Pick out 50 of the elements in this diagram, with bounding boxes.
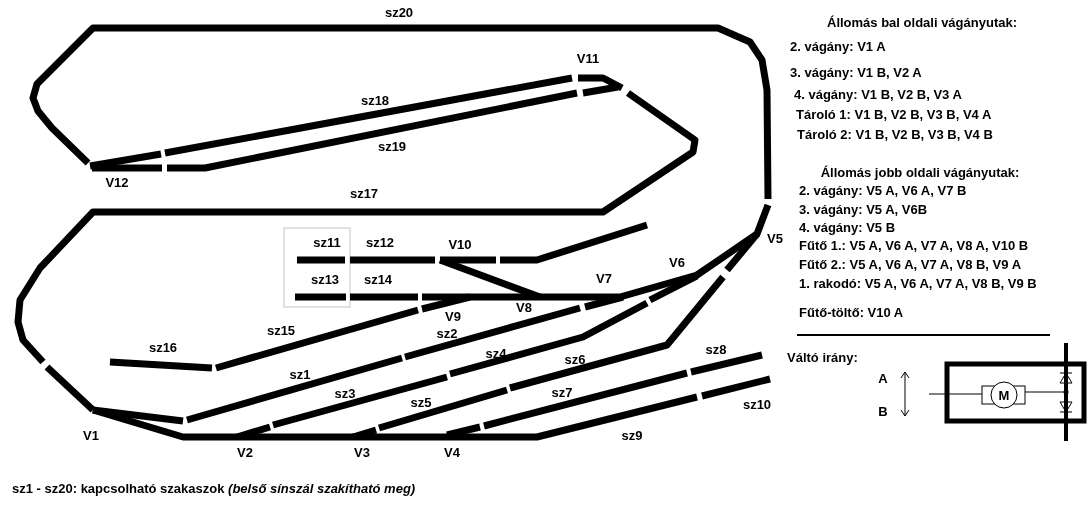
section-label: sz15 [266,323,296,337]
section-label: sz17 [349,186,379,200]
switch-label: V7 [596,271,612,285]
switch-label: V9 [445,309,461,323]
direction-letter: A [878,371,888,385]
motor-letter: M [998,388,1010,402]
route-list-item: 3. vágány: V5 A, V6B [799,202,928,216]
route-list-item: 4. vágány: V5 B [799,220,896,234]
section-label: sz14 [363,272,393,286]
section-label: sz10 [742,397,772,411]
switch-label: V10 [448,237,472,251]
switch-label: V3 [354,445,370,459]
route-list-item: 3. vágány: V1 B, V2 A [790,65,922,79]
route-heading: Állomás bal oldali vágányutak: [827,15,1017,29]
route-list-item: 4. vágány: V1 B, V2 B, V3 A [794,87,962,101]
section-label: sz2 [436,326,458,340]
section-label: sz20 [384,5,414,19]
section-label: sz1 [289,367,311,381]
section-label: sz12 [365,235,395,249]
section-label: sz19 [377,139,407,153]
route-list-item: Tároló 2: V1 B, V2 B, V3 B, V4 B [797,127,993,141]
route-list-item: Fűtő 2.: V5 A, V6 A, V7 A, V8 B, V9 A [799,257,1021,271]
section-label: sz13 [310,272,340,286]
section-label: sz16 [148,340,178,354]
route-heading: Állomás jobb oldali vágányutak: [820,165,1020,179]
switch-label: V11 [576,51,600,65]
section-label: sz9 [621,428,643,442]
legend-heading: Váltó irány: [787,350,858,364]
route-list-item: 2. vágány: V5 A, V6 A, V7 B [799,183,967,197]
switch-label: V1 [83,428,99,442]
switch-label: V2 [237,445,253,459]
switch-label: V5 [767,231,783,245]
section-label: sz18 [360,93,390,107]
route-list-item: 1. rakodó: V5 A, V6 A, V7 A, V8 B, V9 B [799,276,1037,290]
switch-label: V8 [516,300,532,314]
section-label: sz11 [313,235,341,249]
route-list-item: 2. vágány: V1 A [790,39,886,53]
switch-label: V6 [669,255,685,269]
route-list-item: Fűtő 1.: V5 A, V6 A, V7 A, V8 A, V10 B [799,238,1029,252]
switch-label: V4 [444,445,460,459]
route-list-item: Tároló 1: V1 B, V2 B, V3 B, V4 A [796,107,992,121]
route-list-item: Fűtő-töltő: V10 A [799,305,904,319]
section-label: sz8 [705,342,727,356]
section-label: sz6 [564,352,586,366]
section-label: sz7 [551,385,573,399]
section-label: sz3 [334,386,356,400]
direction-letter: B [878,404,888,418]
section-label: sz5 [410,395,432,409]
switch-label: V12 [105,175,129,189]
caption-note: sz1 - sz20: kapcsolható szakaszok (belső sínszál szakítható meg) [12,481,416,495]
